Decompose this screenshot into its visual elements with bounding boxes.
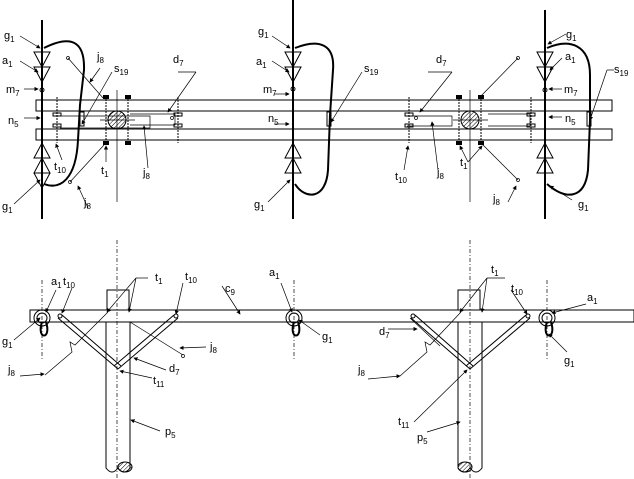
ground-wires-elevation — [44, 311, 462, 377]
label-t1: t1 — [460, 157, 468, 171]
label-s19: s19 — [614, 64, 629, 78]
crossarm-elevation — [29, 309, 634, 323]
label-n5: n5 — [565, 113, 576, 127]
label-a1: a1 — [587, 292, 598, 306]
leaders-elevation — [13, 277, 587, 433]
label-p5: p5 — [417, 432, 428, 446]
label-c9: c9 — [225, 283, 236, 297]
ground-wires-plan — [66, 56, 520, 184]
label-t11: t11 — [153, 375, 165, 389]
label-n5: n5 — [8, 115, 19, 129]
label-a1: a1 — [565, 51, 576, 65]
label-g1: g1 — [322, 331, 333, 345]
label-j8: j8 — [436, 167, 444, 181]
labels: g1 a1 m7 n5 t10 g1 j8 s19 t1 j8 d7 j8 g1… — [2, 26, 629, 446]
leaders-plan — [13, 33, 614, 209]
label-m7: m7 — [564, 84, 578, 98]
label-m7: m7 — [263, 84, 277, 98]
insulator-stacks — [33, 51, 554, 190]
label-t1: t1 — [491, 264, 499, 278]
label-a1: a1 — [256, 56, 267, 70]
label-g1: g1 — [578, 199, 589, 213]
label-j8: j8 — [7, 364, 15, 378]
label-j8: j8 — [209, 341, 217, 355]
label-g1: g1 — [254, 199, 265, 213]
label-j8: j8 — [96, 51, 104, 65]
pole-left — [105, 240, 133, 479]
label-a1: a1 — [51, 276, 62, 290]
pole-right — [457, 240, 483, 479]
label-s19: s19 — [364, 63, 379, 77]
label-p5: p5 — [165, 426, 176, 440]
label-g1: g1 — [2, 336, 13, 350]
conductors — [41, 0, 546, 219]
label-d7: d7 — [169, 363, 180, 377]
label-n5: n5 — [268, 113, 279, 127]
label-j8: j8 — [83, 197, 91, 211]
brace-bolts — [52, 97, 536, 143]
top-plan-view — [13, 0, 614, 219]
label-g1: g1 — [564, 355, 575, 369]
label-j8: j8 — [142, 167, 150, 181]
label-t1: t1 — [155, 272, 163, 286]
label-g1: g1 — [2, 201, 13, 215]
label-j8: j8 — [492, 193, 500, 207]
label-a1: a1 — [2, 55, 13, 69]
label-t10: t10 — [63, 276, 76, 290]
braces-plan — [60, 113, 531, 129]
bolts-right — [456, 95, 484, 145]
label-t10: t10 — [511, 283, 524, 297]
label-a1: a1 — [269, 267, 280, 281]
label-g1: g1 — [258, 26, 269, 40]
label-t1: t1 — [101, 165, 109, 179]
label-d7: d7 — [436, 54, 447, 68]
label-g1: g1 — [4, 30, 15, 44]
label-m7: m7 — [6, 84, 20, 98]
bolts-left — [103, 95, 131, 145]
label-t10: t10 — [185, 271, 198, 285]
label-d7: d7 — [173, 54, 184, 68]
label-t10: t10 — [395, 171, 408, 185]
label-t10: t10 — [54, 161, 67, 175]
crossarm-plan — [35, 99, 613, 141]
label-g1: g1 — [566, 29, 577, 43]
front-elevation-view — [13, 240, 634, 479]
label-j8: j8 — [357, 364, 365, 378]
braces-elevation — [57, 313, 531, 370]
insulators-elevation — [33, 280, 556, 360]
label-s19: s19 — [114, 63, 129, 77]
label-d7: d7 — [379, 326, 390, 340]
label-t11: t11 — [398, 416, 410, 430]
